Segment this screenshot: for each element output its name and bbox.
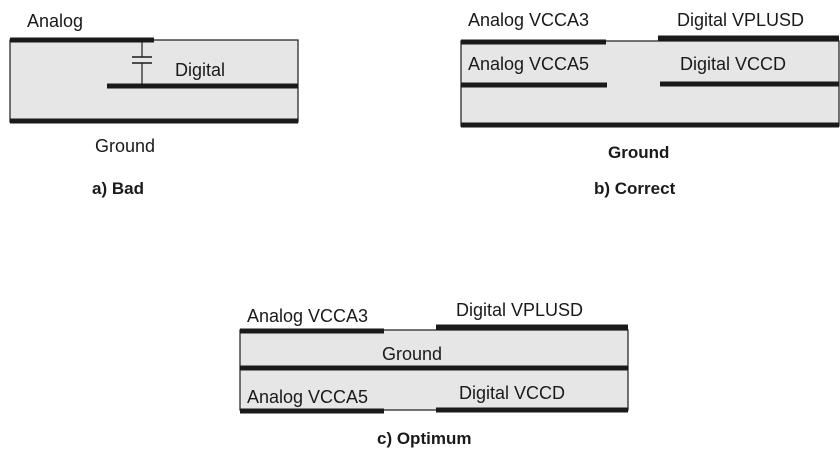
caption-correct: b) Correct xyxy=(594,179,676,198)
analog-vcca5-label-optimum: Analog VCCA5 xyxy=(247,387,368,407)
analog-vcca3-label-optimum: Analog VCCA3 xyxy=(247,306,368,326)
diagram-bad: Analog Digital Ground a) Bad xyxy=(9,11,299,198)
ground-label-optimum: Ground xyxy=(382,344,442,364)
digital-vplusd-label: Digital VPLUSD xyxy=(677,10,804,30)
diagram-optimum: Analog VCCA3 Digital VPLUSD Ground Analo… xyxy=(239,300,629,448)
capacitor-icon xyxy=(132,42,152,84)
ground-label-correct: Ground xyxy=(608,143,669,162)
caption-optimum: c) Optimum xyxy=(377,429,471,448)
caption-bad: a) Bad xyxy=(92,179,144,198)
ground-label: Ground xyxy=(95,136,155,156)
analog-vcca3-label: Analog VCCA3 xyxy=(468,10,589,30)
diagram-correct: Analog VCCA3 Digital VPLUSD Analog VCCA5… xyxy=(460,10,840,198)
digital-label: Digital xyxy=(175,60,225,80)
analog-label: Analog xyxy=(27,11,83,31)
digital-vplusd-label-optimum: Digital VPLUSD xyxy=(456,300,583,320)
board-outline-bad xyxy=(9,39,299,123)
digital-vccd-label-optimum: Digital VCCD xyxy=(459,383,565,403)
analog-vcca5-label: Analog VCCA5 xyxy=(468,54,589,74)
digital-vccd-label: Digital VCCD xyxy=(680,54,786,74)
